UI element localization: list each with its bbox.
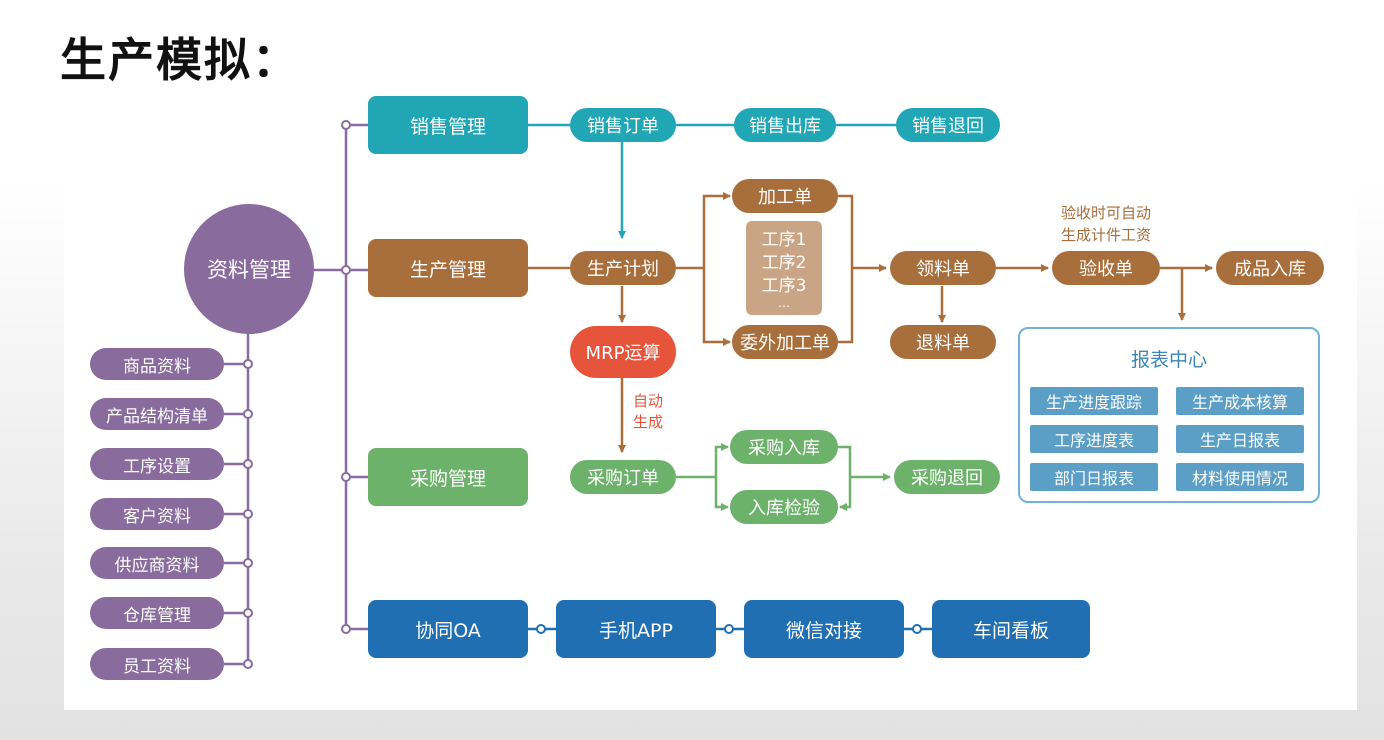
office-workshop-board[interactable]: 车间看板 bbox=[932, 600, 1090, 658]
inspection-order[interactable]: 验收单 bbox=[1052, 251, 1160, 285]
purchase-return[interactable]: 采购退回 bbox=[894, 460, 1000, 494]
report-center: 报表中心 生产进度跟踪 生产成本核算 工序进度表 生产日报表 部门日报表 材料使… bbox=[1018, 327, 1320, 503]
processing-order[interactable]: 加工单 bbox=[732, 179, 838, 213]
master-item-processes[interactable]: 工序设置 bbox=[90, 448, 224, 480]
office-mobile-app[interactable]: 手机APP bbox=[556, 600, 716, 658]
report-process-progress[interactable]: 工序进度表 bbox=[1030, 425, 1158, 453]
report-department-daily[interactable]: 部门日报表 bbox=[1030, 463, 1158, 491]
report-production-cost[interactable]: 生产成本核算 bbox=[1176, 387, 1304, 415]
production-plan[interactable]: 生产计划 bbox=[570, 251, 676, 285]
sales-return[interactable]: 销售退回 bbox=[896, 108, 1000, 142]
process-step: 工序3 bbox=[761, 275, 807, 296]
auto-generate-note-line: 自动 bbox=[632, 392, 663, 410]
report-center-title: 报表中心 bbox=[1130, 349, 1207, 371]
sales-order[interactable]: 销售订单 bbox=[570, 108, 676, 142]
purchase-order[interactable]: 采购订单 bbox=[570, 460, 676, 494]
master-item-suppliers[interactable]: 供应商资料 bbox=[90, 547, 224, 579]
mrp-calculation[interactable]: MRP运算 bbox=[570, 326, 676, 378]
inspection-note-line: 生成计件工资 bbox=[1060, 226, 1151, 244]
sales-module[interactable]: 销售管理 bbox=[368, 96, 528, 154]
process-step: 工序1 bbox=[761, 229, 807, 250]
purchase-inbound[interactable]: 采购入库 bbox=[730, 430, 838, 464]
master-item-products[interactable]: 商品资料 bbox=[90, 348, 224, 380]
master-data-hub-label: 资料管理 bbox=[207, 258, 291, 282]
master-data-hub[interactable]: 资料管理 bbox=[184, 204, 314, 334]
inspection-note-line: 验收时可自动 bbox=[1060, 204, 1151, 222]
master-item-employees[interactable]: 员工资料 bbox=[90, 648, 224, 680]
inspection-note: 验收时可自动 生成计件工资 bbox=[1036, 202, 1176, 246]
master-item-bom[interactable]: 产品结构清单 bbox=[90, 398, 224, 430]
purchase-module[interactable]: 采购管理 bbox=[368, 448, 528, 506]
picking-order[interactable]: 领料单 bbox=[890, 251, 996, 285]
material-return[interactable]: 退料单 bbox=[890, 325, 996, 359]
process-step-more: … bbox=[778, 295, 790, 310]
master-item-warehouses[interactable]: 仓库管理 bbox=[90, 597, 224, 629]
sales-outbound[interactable]: 销售出库 bbox=[734, 108, 836, 142]
process-step: 工序2 bbox=[761, 252, 807, 273]
office-wechat[interactable]: 微信对接 bbox=[744, 600, 904, 658]
office-oa[interactable]: 协同OA bbox=[368, 600, 528, 658]
finished-goods-inbound[interactable]: 成品入库 bbox=[1216, 251, 1324, 285]
auto-generate-note: 自动 生成 bbox=[626, 391, 670, 433]
report-production-progress[interactable]: 生产进度跟踪 bbox=[1030, 387, 1158, 415]
production-module[interactable]: 生产管理 bbox=[368, 239, 528, 297]
inbound-inspection[interactable]: 入库检验 bbox=[730, 490, 838, 524]
outsourcing-order[interactable]: 委外加工单 bbox=[732, 325, 838, 359]
auto-generate-note-line: 生成 bbox=[632, 413, 663, 431]
page-title: 生产模拟： bbox=[60, 33, 300, 87]
report-production-daily[interactable]: 生产日报表 bbox=[1176, 425, 1304, 453]
master-item-customers[interactable]: 客户资料 bbox=[90, 498, 224, 530]
report-material-usage[interactable]: 材料使用情况 bbox=[1176, 463, 1304, 491]
process-steps-box: 工序1 工序2 工序3 … bbox=[746, 221, 822, 315]
